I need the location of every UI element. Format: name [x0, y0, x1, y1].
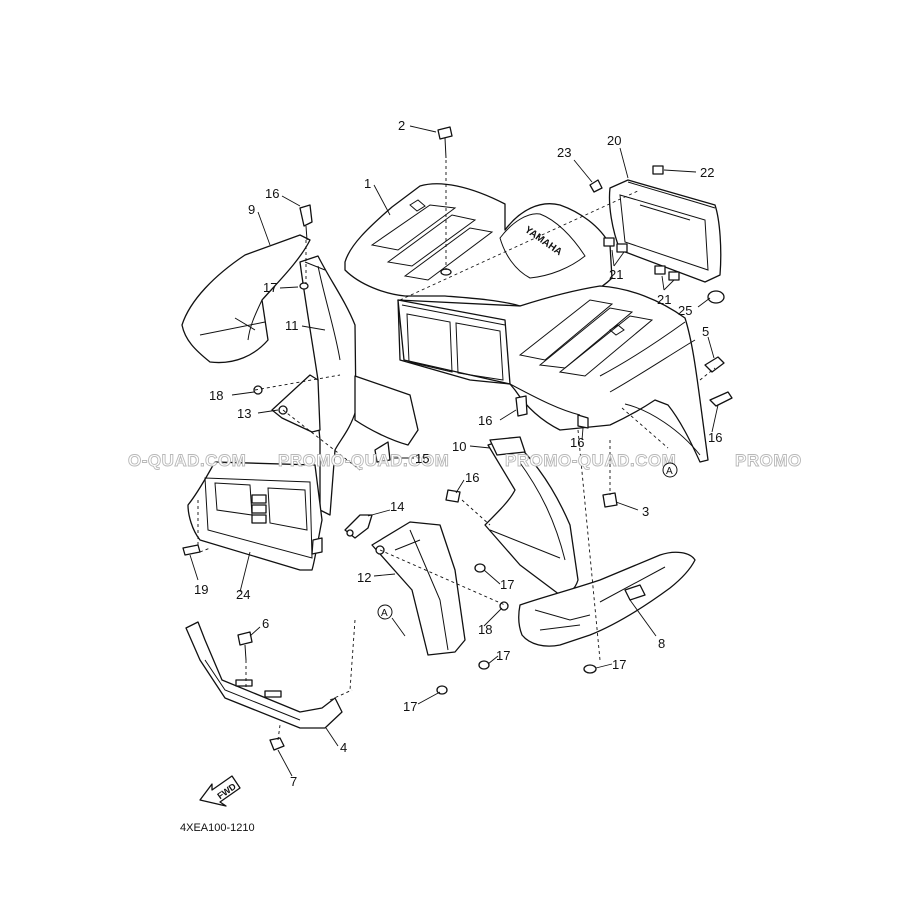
watermark-3: PROMO-QUAD.COM [505, 451, 676, 470]
callout-17-center: 17 [500, 577, 514, 592]
callout-13: 13 [237, 406, 251, 421]
callout-1: 1 [364, 176, 371, 191]
callout-16-middle: 16 [465, 470, 479, 485]
rear-light-assembly [589, 165, 725, 304]
front-fender: YAMAHA [344, 183, 709, 463]
callout-24: 24 [236, 587, 250, 602]
callout-17-top: 17 [263, 280, 277, 295]
svg-text:A: A [666, 466, 673, 477]
callout-23: 23 [557, 145, 571, 160]
callouts: 2 1 23 20 22 16 9 17 21 21 25 11 5 18 13… [194, 118, 722, 789]
watermark-1: O-QUAD.COM [128, 451, 246, 470]
callout-16-right: 16 [708, 430, 722, 445]
bracket-13 [271, 374, 321, 433]
callout-17-lower-center: 17 [496, 648, 510, 663]
callout-18-bottom: 18 [478, 622, 492, 637]
side-panel-12 [371, 521, 466, 656]
callout-14: 14 [390, 499, 404, 514]
side-strip [299, 255, 357, 516]
callout-19: 19 [194, 582, 208, 597]
callout-16-center: 16 [478, 413, 492, 428]
callout-6: 6 [262, 616, 269, 631]
leader-lines [189, 125, 719, 777]
left-mudguard-flap [181, 234, 311, 364]
reference-mark-a2: A [377, 604, 393, 620]
callout-5: 5 [702, 324, 709, 339]
callout-10: 10 [452, 439, 466, 454]
svg-text:A: A [381, 608, 388, 619]
callout-16-top: 16 [265, 186, 279, 201]
callout-21-upper: 21 [609, 267, 623, 282]
callout-4: 4 [340, 740, 347, 755]
callout-7: 7 [290, 774, 297, 789]
callout-11: 11 [285, 318, 299, 333]
headlight-housing [187, 461, 323, 571]
drawing-code: 4XEA100-1210 [180, 822, 255, 834]
watermark-4: PROMO [735, 451, 802, 470]
callout-12: 12 [357, 570, 371, 585]
cover-panel-15 [354, 375, 419, 463]
callout-20: 20 [607, 133, 621, 148]
callout-15: 15 [415, 451, 429, 466]
callout-9: 9 [248, 202, 255, 217]
callout-21-lower: 21 [657, 292, 671, 307]
callout-8: 8 [658, 636, 665, 651]
reference-mark-a1: A [662, 462, 678, 478]
callout-16-right-center: 16 [570, 435, 584, 450]
callout-2: 2 [398, 118, 405, 133]
footrest-8 [518, 551, 696, 647]
assembly-guides [197, 160, 716, 741]
callout-22: 22 [700, 165, 714, 180]
callout-25: 25 [678, 303, 692, 318]
callout-3: 3 [642, 504, 649, 519]
callout-17-lower-right: 17 [612, 657, 626, 672]
watermark-2: PROMO-QUAD.COM [278, 451, 449, 470]
watermarks: O-QUAD.COM PROMO-QUAD.COM PROMO-QUAD.COM… [128, 451, 802, 471]
callout-17-bottom: 17 [403, 699, 417, 714]
callout-18-left: 18 [209, 388, 223, 403]
headlight-stay-4 [185, 621, 343, 729]
fwd-arrow-icon: FWD [199, 775, 241, 807]
bracket-14 [344, 514, 373, 539]
